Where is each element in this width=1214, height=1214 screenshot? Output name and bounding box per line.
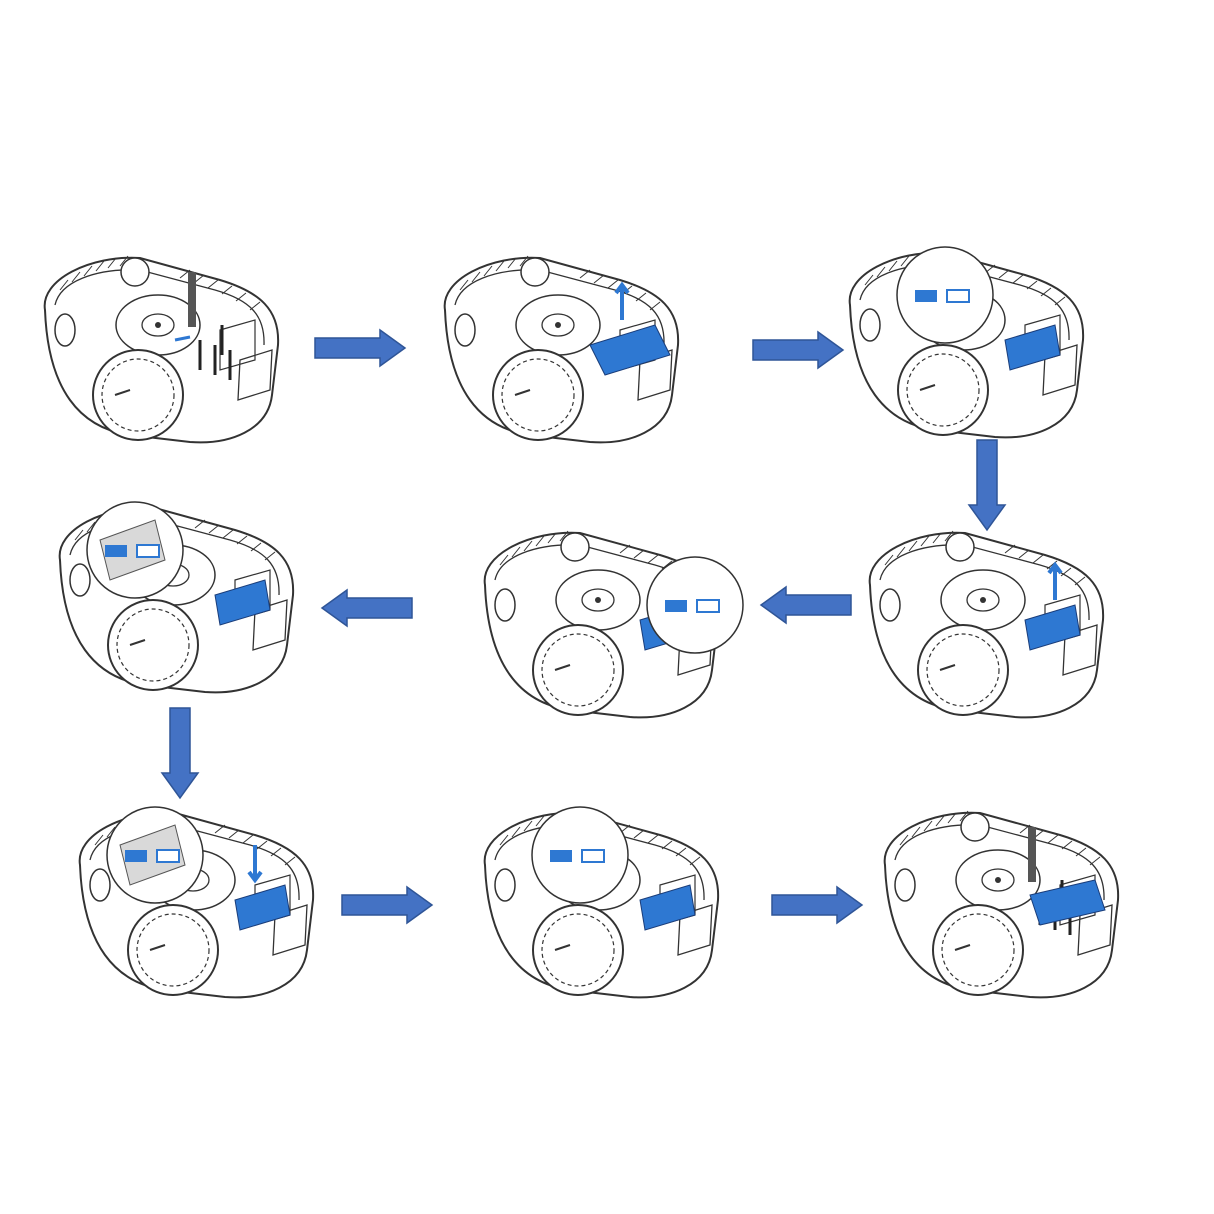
battery-up-arrow-icon <box>1024 561 1081 651</box>
mower-illustration <box>43 255 280 444</box>
arrow-right-icon <box>341 886 433 924</box>
detail-zoom-circle <box>646 556 744 654</box>
arrow-left-icon <box>760 586 852 624</box>
step-3-connector-unplugged <box>848 246 1085 439</box>
arrow-down-icon <box>161 707 199 799</box>
step-1-screws-removed <box>43 255 280 444</box>
step-7-battery-seated <box>78 806 315 999</box>
arrow-right-icon <box>314 329 406 367</box>
arrow-right-icon <box>752 331 844 369</box>
detail-zoom-circle <box>896 246 994 344</box>
steps-layer <box>43 246 1120 999</box>
screwdriver-icon <box>174 272 232 380</box>
battery-down-arrow-icon <box>234 845 291 931</box>
step-5-bracket-removed <box>483 530 744 719</box>
arrow-left-icon <box>321 589 413 627</box>
step-6-new-battery-inserted <box>58 501 295 694</box>
cover-up-arrow-icon <box>589 281 671 376</box>
step-8-connector-plugged <box>483 806 720 999</box>
arrow-down-icon <box>968 439 1006 531</box>
detail-zoom-circle <box>106 806 204 904</box>
connector-icon <box>1004 324 1061 371</box>
step-4-battery-lifted <box>868 530 1105 719</box>
arrow-right-icon <box>771 886 863 924</box>
step-9-cover-screwed <box>883 810 1120 999</box>
step-2-cover-lifted <box>443 255 680 444</box>
screwdriver-icon <box>1028 827 1106 935</box>
connector-icon <box>639 884 696 931</box>
detail-zoom-circle <box>531 806 629 904</box>
battery-icon <box>214 579 271 626</box>
detail-zoom-circle <box>86 501 184 599</box>
